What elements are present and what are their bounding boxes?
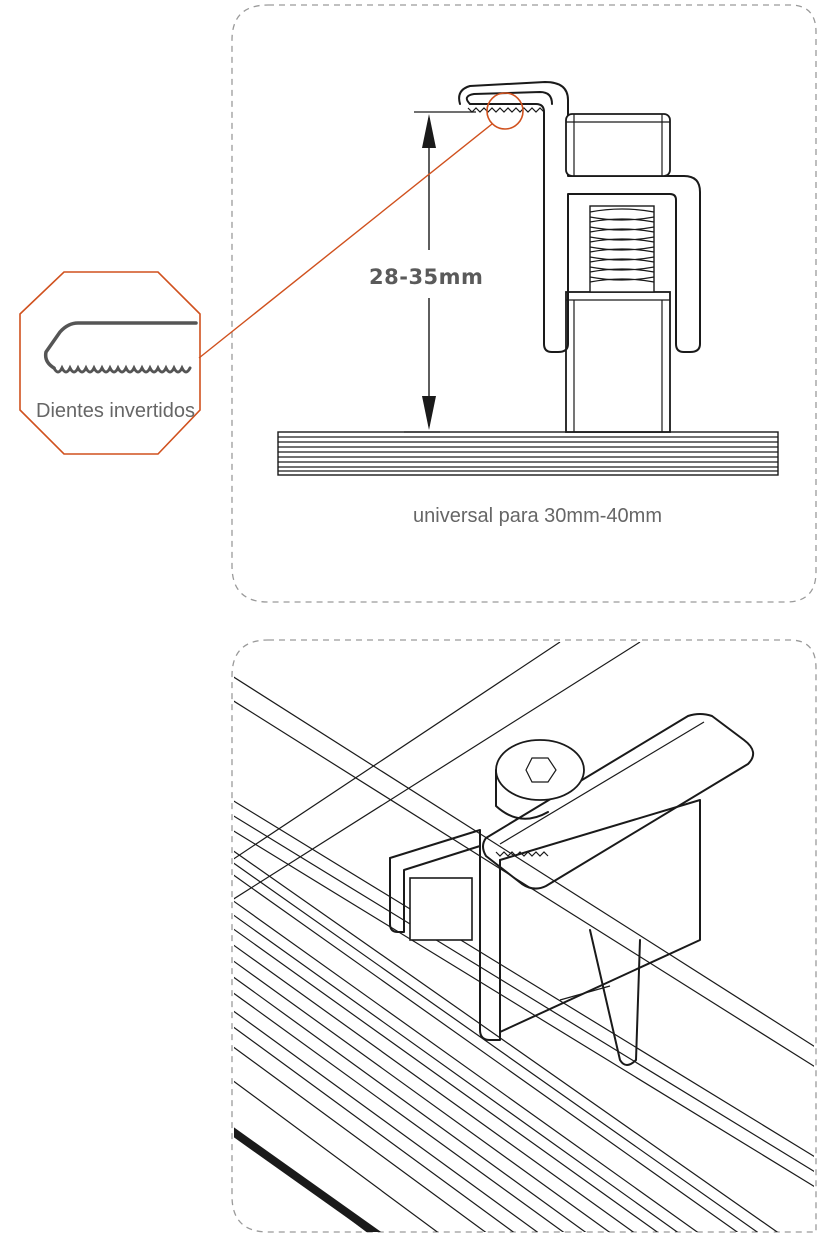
bottom-panel	[231, 639, 817, 1233]
clamp-3d	[389, 713, 755, 1066]
dimension-arrow	[404, 111, 476, 433]
rail-perspective	[234, 642, 814, 1232]
dimension-label: 28-35mm	[369, 265, 483, 289]
top-panel-border	[231, 4, 817, 603]
callout-circle	[486, 92, 524, 130]
top-panel: 28-35mm universal para 30mm-40mm	[198, 4, 817, 603]
module-frame	[277, 431, 779, 476]
bolt-head	[565, 113, 671, 177]
teeth-callout: Dientes invertidos	[19, 271, 201, 455]
callout-leader	[198, 123, 493, 359]
zoomed-hook	[43, 321, 198, 370]
compatibility-caption: universal para 30mm-40mm	[413, 505, 662, 527]
bottom-panel-border	[231, 639, 817, 1233]
zoomed-teeth	[52, 364, 192, 374]
square-nut	[565, 291, 671, 433]
callout-label: Dientes invertidos	[36, 400, 195, 422]
bolt-thread	[589, 205, 655, 293]
